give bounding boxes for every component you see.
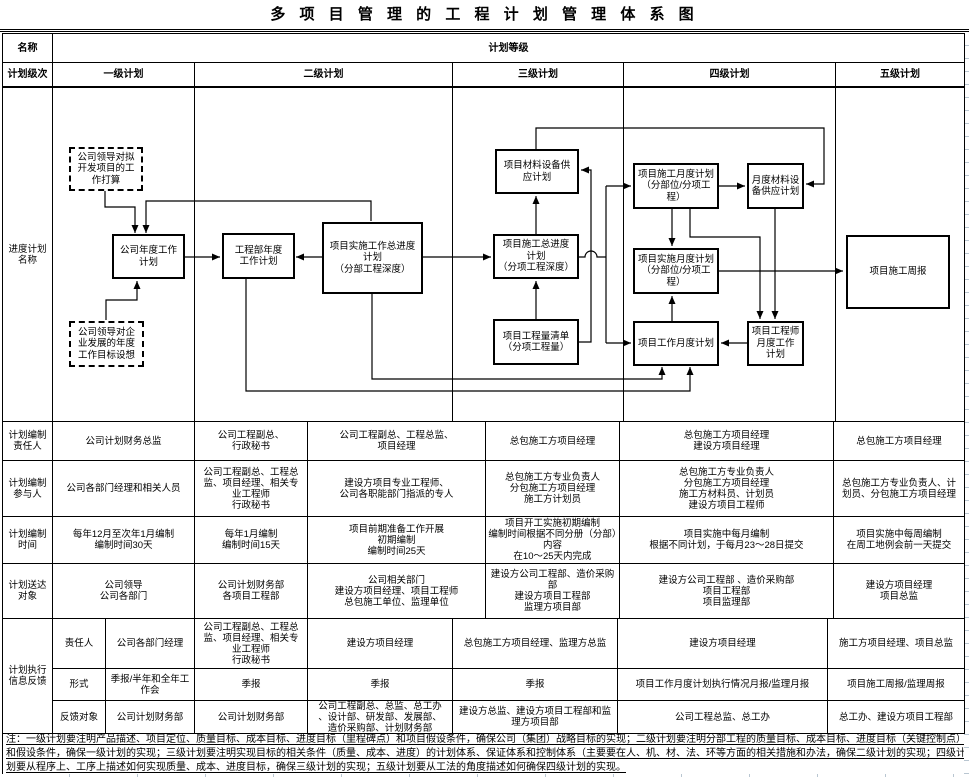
table-cell: 公司工程副总、 行政秘书: [194, 421, 308, 461]
note-line: 注：一级计划要注明产品描述、项目定位、质量目标、成本目标、进度目标（里程碑点）和…: [6, 734, 965, 745]
row-label-compiler: 计划编制 责任人: [2, 421, 53, 461]
table-cell: 建设方公司工程部 、造价采购部 项目工程部 项目监理部: [619, 563, 834, 619]
table-cell: 季报/半年和全年工 作会: [105, 668, 195, 701]
note-line: 划要从程序上、工序上描述如何实现质量、成本、进度目标，确保三级计划的实现；五级计…: [6, 762, 626, 773]
row-label-delivery: 计划送达 对象: [2, 563, 53, 619]
table-cell: 公司计划财务部: [194, 700, 308, 734]
table-cell: 建设方总监、建设方项目工程部和监 理方项目部: [452, 700, 618, 734]
table-cell: 总包施工方项目经理: [833, 421, 965, 461]
table-cell: 公司工程副总、工程总 监、项目经理、相关专 业工程师 行政秘书: [194, 460, 308, 517]
table-cell: 总包施工方专业负责人 分包施工方项目经理 施工方计划员: [485, 460, 620, 517]
table-cell: 建设方项目经理 项目总监: [833, 563, 965, 619]
feedback-sublabel: 责任人: [52, 618, 106, 669]
table-cell: 建设方公司工程部、造价采购部 建设方项目工程部 监理方项目部: [485, 563, 620, 619]
table-cell: 季报: [307, 668, 453, 701]
table-cell: 总包施工方项目经理、监理方总监: [452, 618, 618, 669]
table-cell: 公司工程副总、总监、总工办 、设计部、研发部、发展部、 造价采购部、计划财务部: [307, 700, 453, 734]
header-level-row-label: 计划级次: [2, 62, 53, 88]
row-label-feedback: 计划执行 信息反馈: [2, 618, 53, 734]
table-cell: 公司各部门经理和相关人员: [52, 460, 195, 517]
page-title: 多 项 目 管 理 的 工 程 计 划 管 理 体 系 图: [270, 6, 699, 23]
header-level-3: 三级计划: [452, 62, 624, 88]
box-company-annual-work-plan: 公司年度工作 计划: [112, 234, 185, 279]
box-company-leader-project-intent: 公司领导对拟 开发项目的工 作打算: [69, 147, 143, 191]
table-cell: 季报: [194, 668, 308, 701]
column-divider: [835, 88, 836, 421]
table-cell: 总包施工方专业负责人、计 划员、分包施工方项目经理: [833, 460, 965, 517]
table-cell: 总工办、建设方项目工程部: [827, 700, 965, 734]
spreadsheet-gridlines-bottom: [2, 774, 964, 777]
feedback-sublabel: 形式: [52, 668, 106, 701]
table-cell: 公司工程副总、工程总监、 项目经理: [307, 421, 486, 461]
column-divider: [194, 88, 195, 421]
spreadsheet-gridlines-right: [964, 33, 969, 777]
table-cell: 季报: [452, 668, 618, 701]
box-company-leader-annual-goal: 公司领导对企 业发展的年度 工作目标设想: [69, 321, 144, 367]
box-project-construction-weekly-report: 项目施工周报: [846, 235, 950, 309]
table-cell: 每年1月编制 编制时间15天: [194, 516, 308, 564]
header-level-5: 五级计划: [835, 62, 965, 88]
table-cell: 公司相关部门 建设方项目经理、项目工程师 总包施工单位、监理单位: [307, 563, 486, 619]
title-divider: [0, 29, 969, 32]
row-label-participants: 计划编制 参与人: [2, 460, 53, 517]
box-project-implementation-monthly-plan: 项目实施月度计划 （分部位/分项工 程）: [633, 248, 719, 294]
table-cell: 总包施工方专业负责人 分包施工方项目经理 施工方材料员、计划员 建设方项目工程师: [619, 460, 834, 517]
box-monthly-material-equipment-supply-plan: 月度材料设 备供应计划: [747, 163, 804, 209]
table-cell: 项目前期准备工作开展 初期编制 编制时间25天: [307, 516, 486, 564]
table-cell: 项目实施中每周编制 在周工地例会前一天提交: [833, 516, 965, 564]
table-cell: 总包施工方项目经理 建设方项目经理: [619, 421, 834, 461]
flow-row-label: 进度计划 名称: [2, 87, 53, 422]
table-cell: 公司领导 公司各部门: [52, 563, 195, 619]
header-level-1: 一级计划: [52, 62, 195, 88]
box-project-boq: 项目工程量清单 （分项工程量）: [493, 319, 579, 365]
header-level-2: 二级计划: [194, 62, 453, 88]
box-project-work-monthly-plan: 项目工作月度计划: [633, 321, 719, 366]
table-cell: 建设方项目经理: [307, 618, 453, 669]
box-project-material-equipment-supply-plan: 项目材料设备供 应计划: [495, 149, 579, 194]
table-cell: 项目工作月度计划执行情况月报/监理月报: [617, 668, 828, 701]
column-divider: [452, 88, 453, 421]
box-project-construction-monthly-plan: 项目施工月度计划 （分部位/分项工 程）: [633, 163, 719, 209]
table-cell: 每年12月至次年1月编制 编制时间30天: [52, 516, 195, 564]
column-divider: [623, 88, 624, 421]
table-cell: 公司各部门经理: [105, 618, 195, 669]
table-cell: 建设方项目专业工程师、 公司各职能部门指派的专人: [307, 460, 486, 517]
table-cell: 公司工程总监、总工办: [617, 700, 828, 734]
note-line: 和假设条件，确保一级计划的实现；三级计划要注明实现目标的相关条件（质量、成本、进…: [6, 748, 965, 759]
table-cell: 项目实施中每月编制 根据不同计划，于每月23～28日提交: [619, 516, 834, 564]
table-cell: 施工方项目经理、项目总监: [827, 618, 965, 669]
table-cell: 公司计划财务部 各项目工程部: [194, 563, 308, 619]
table-cell: 项目施工周报/监理周报: [827, 668, 965, 701]
row-label-schedule: 计划编制 时间: [2, 516, 53, 564]
header-level-4: 四级计划: [623, 62, 836, 88]
box-project-construction-master-schedule: 项目施工总进度 计划 （分项工程深度）: [493, 234, 579, 279]
table-cell: 项目开工实施初期编制 编制时间根据不同分册（分部）内容 在10～25天内完成: [485, 516, 620, 564]
table-cell: 总包施工方项目经理: [485, 421, 620, 461]
table-cell: 公司计划财务部: [105, 700, 195, 734]
table-cell: 公司工程副总、工程总 监、项目经理、相关专 业工程师 行政秘书: [194, 618, 308, 669]
header-name-label: 名称: [2, 33, 53, 63]
box-project-engineer-monthly-plan: 项目工程师 月度工作 计划: [747, 321, 804, 366]
feedback-sublabel: 反馈对象: [52, 700, 106, 734]
table-cell: 公司计划财务总监: [52, 421, 195, 461]
box-project-implementation-master-schedule: 项目实施工作总进度 计划 （分部工程深度）: [322, 222, 423, 294]
notes-block: 注：一级计划要注明产品描述、项目定位、质量目标、成本目标、进度目标（里程碑点）和…: [2, 733, 965, 777]
box-engineering-dept-annual-plan: 工程部年度 工作计划: [222, 233, 295, 279]
header-grade-label: 计划等级: [52, 33, 965, 63]
table-cell: 建设方项目经理: [617, 618, 828, 669]
